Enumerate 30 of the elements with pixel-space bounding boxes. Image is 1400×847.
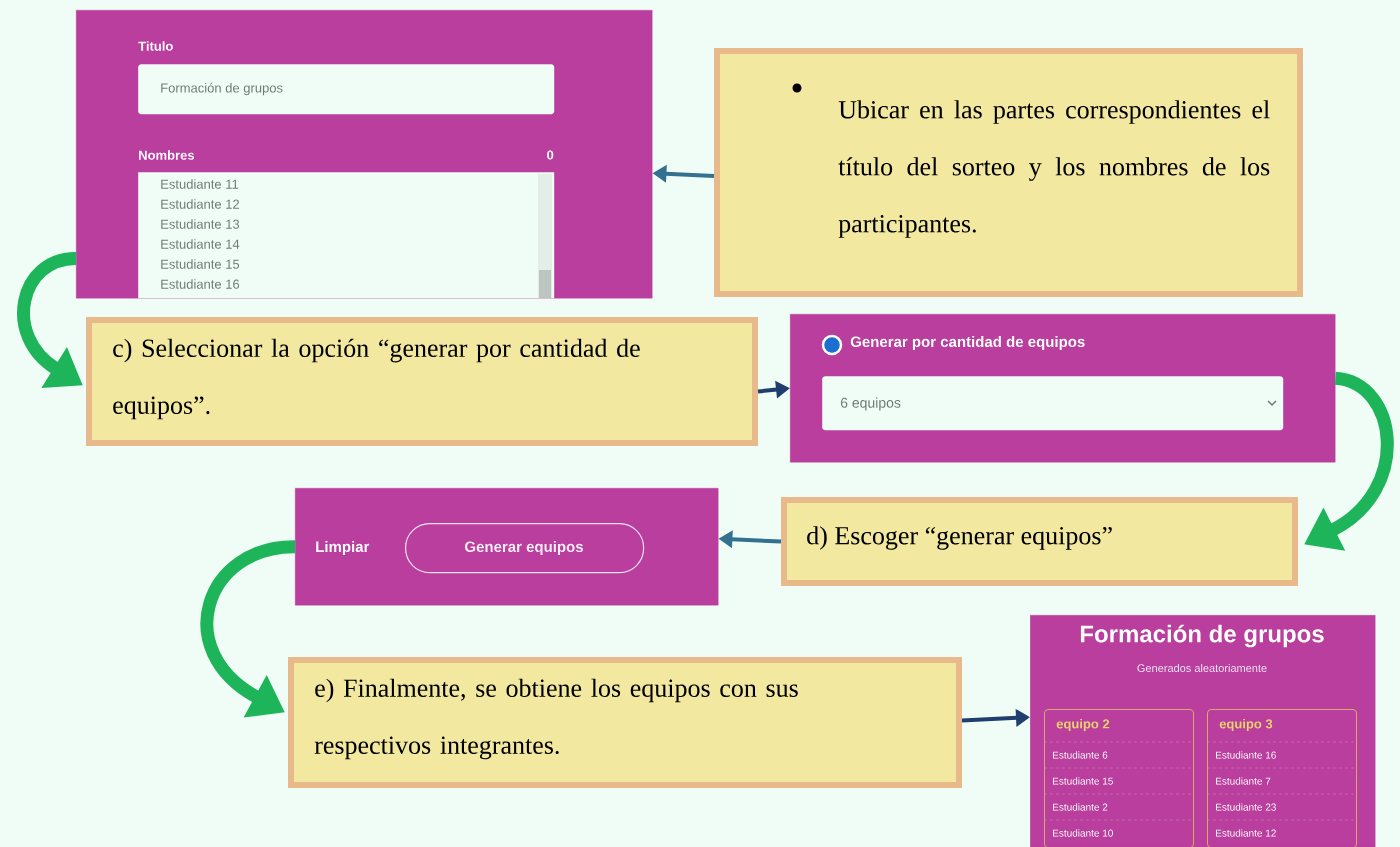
list-item: Estudiante 14 [161,239,240,249]
generate-button: Generar equipos [405,523,645,574]
list-item: Estudiante 10 [1053,829,1113,837]
field-label: Titulo [138,41,173,51]
list-item: Estudiante 7 [1216,777,1271,785]
note-box: Ubicar en las partes correspondientes el título del sorteo y los nombres de los participantes. [714,48,1303,297]
step-box: d) Escoger “generar equipos” [781,497,1298,586]
step-box: e) Finalmente, se obtiene los equipos con sus respectivos integrantes. [288,657,962,788]
dropdown-field: 6 equipos [822,376,1284,431]
list-item: Estudiante 2 [1053,803,1108,811]
step-box: c) Seleccionar la opción “generar por cantidad de equipos”. [86,317,758,446]
field-label: Nombres [139,150,194,160]
subtitle-text: Generados aleatoriamente [1137,663,1267,673]
list-item: Estudiante 23 [1216,803,1276,811]
list-item: Estudiante 16 [161,279,240,289]
list-item: Estudiante 12 [161,199,240,209]
list-item: Estudiante 13 [161,219,240,229]
list-item: Estudiante 11 [161,179,239,189]
list-item: Estudiante 16 [1216,751,1276,759]
list-item: Estudiante 6 [1053,751,1108,759]
clear-link: Limpiar [316,541,370,555]
card-heading: equipo 2 [1056,718,1110,732]
list-item: Estudiante 15 [1053,777,1113,785]
text-field: Formación de grupos [138,64,555,115]
results-heading: Formación de grupos [1080,624,1324,648]
list-item: Estudiante 12 [1216,829,1276,837]
list-item: Estudiante 15 [161,259,240,269]
counter-label: 0 [547,150,554,160]
option-label: Generar por cantidad de equipos [850,336,1085,350]
card-heading: equipo 3 [1219,718,1273,732]
